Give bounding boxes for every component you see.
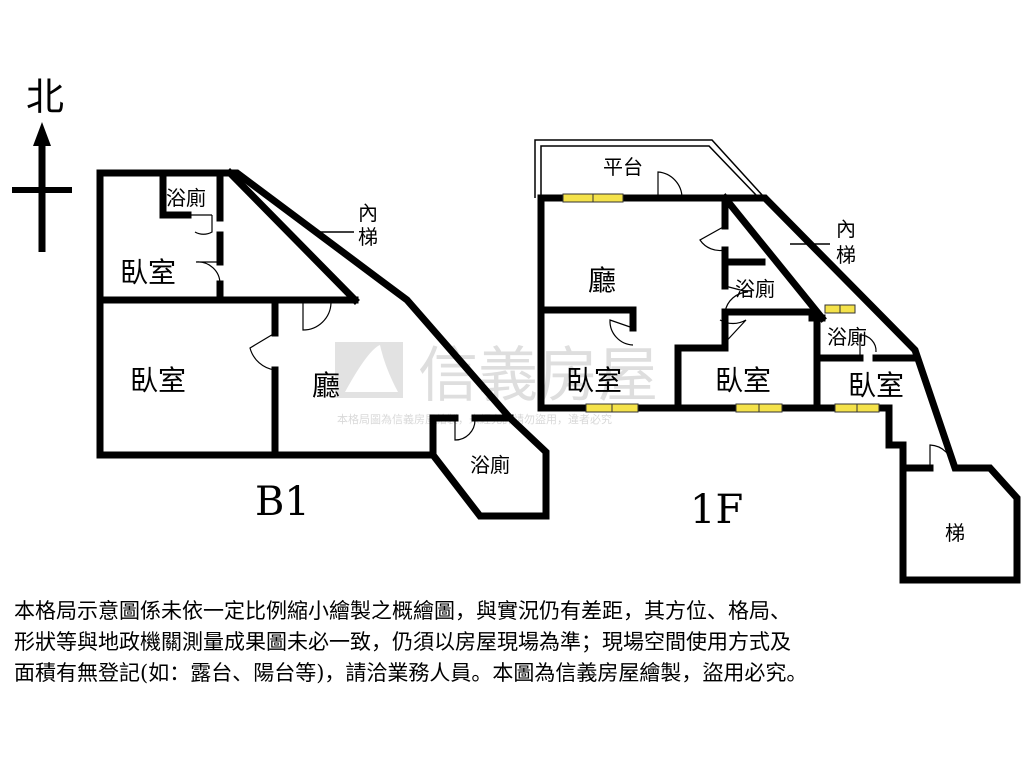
f1-room-stair: 梯	[945, 521, 965, 545]
north-label: 北	[26, 75, 64, 119]
b1-door-bath-top[interactable]	[188, 214, 213, 235]
f1-door-bath-right[interactable]	[859, 334, 877, 358]
disclaimer-line: 形狀等與地政機關測量成果圖未必一致，仍須以房屋現場為準；現場空間使用方式及	[14, 630, 791, 654]
f1-room-bath-center: 浴廁	[735, 277, 775, 301]
floor-plan: 北 信義房屋 本格局圖為信義房屋繪製，未經允許請勿盜用，違者必究	[12, 75, 1021, 584]
disclaimer-text: 本格局示意圖係未依一定比例縮小繪製之概繪圖，與實況仍有差距，其方位、格局、 形狀…	[14, 596, 1014, 689]
f1-room-living: 廳	[588, 264, 616, 297]
f1-door-bath-center[interactable]	[724, 285, 749, 313]
f1-door-bedroom-mid[interactable]	[719, 319, 747, 349]
b1-room-bedroom-large: 臥室	[130, 364, 186, 397]
compass: 北	[12, 75, 72, 252]
b1-room-bath-bottom: 浴廁	[470, 453, 510, 477]
b1-door-bedroom-large[interactable]	[249, 332, 276, 371]
f1-room-bath-right: 浴廁	[827, 325, 867, 349]
b1-door-bedroom-small[interactable]	[195, 261, 221, 285]
b1-stair-label-1: 內	[358, 201, 378, 225]
f1-room-bedroom-mid: 臥室	[715, 364, 771, 397]
f1-room-bedroom-left: 臥室	[566, 364, 622, 397]
b1-level-label: B1	[255, 479, 310, 525]
f1-stair-label-1: 內	[836, 217, 856, 241]
b1-door-living[interactable]	[302, 302, 332, 331]
disclaimer-line: 本格局示意圖係未依一定比例縮小繪製之概繪圖，與實況仍有差距，其方位、格局、	[14, 599, 791, 623]
f1-door-bedroom-left[interactable]	[609, 319, 634, 346]
watermark-logo-icon	[335, 342, 403, 398]
b1-stair-label-2: 梯	[358, 225, 378, 249]
f1-door-stair[interactable]	[699, 225, 726, 252]
f1-floor: 平台 廳 浴廁 臥室 臥室 浴廁 臥室 梯 內 梯 1F	[534, 139, 1021, 584]
f1-stair-label-2: 梯	[836, 243, 856, 267]
f1-door-platform[interactable]	[657, 171, 683, 199]
north-arrow-icon	[33, 122, 51, 146]
b1-floor: 浴廁 臥室 臥室 廳 浴廁 內 梯 B1	[96, 168, 550, 525]
b1-door-bath-bottom[interactable]	[454, 418, 476, 441]
b1-room-living: 廳	[312, 369, 340, 402]
b1-room-bedroom-small: 臥室	[120, 256, 176, 289]
f1-room-platform: 平台	[603, 155, 643, 179]
disclaimer-line: 面積有無登記(如：露台、陽台等)，請洽業務人員。本圖為信義房屋繪製，盜用必究。	[14, 661, 808, 685]
f1-level-label: 1F	[690, 487, 743, 533]
f1-room-bedroom-right: 臥室	[848, 369, 904, 402]
f1-door-stair-room[interactable]	[929, 444, 954, 469]
b1-room-bath-top: 浴廁	[166, 186, 206, 210]
